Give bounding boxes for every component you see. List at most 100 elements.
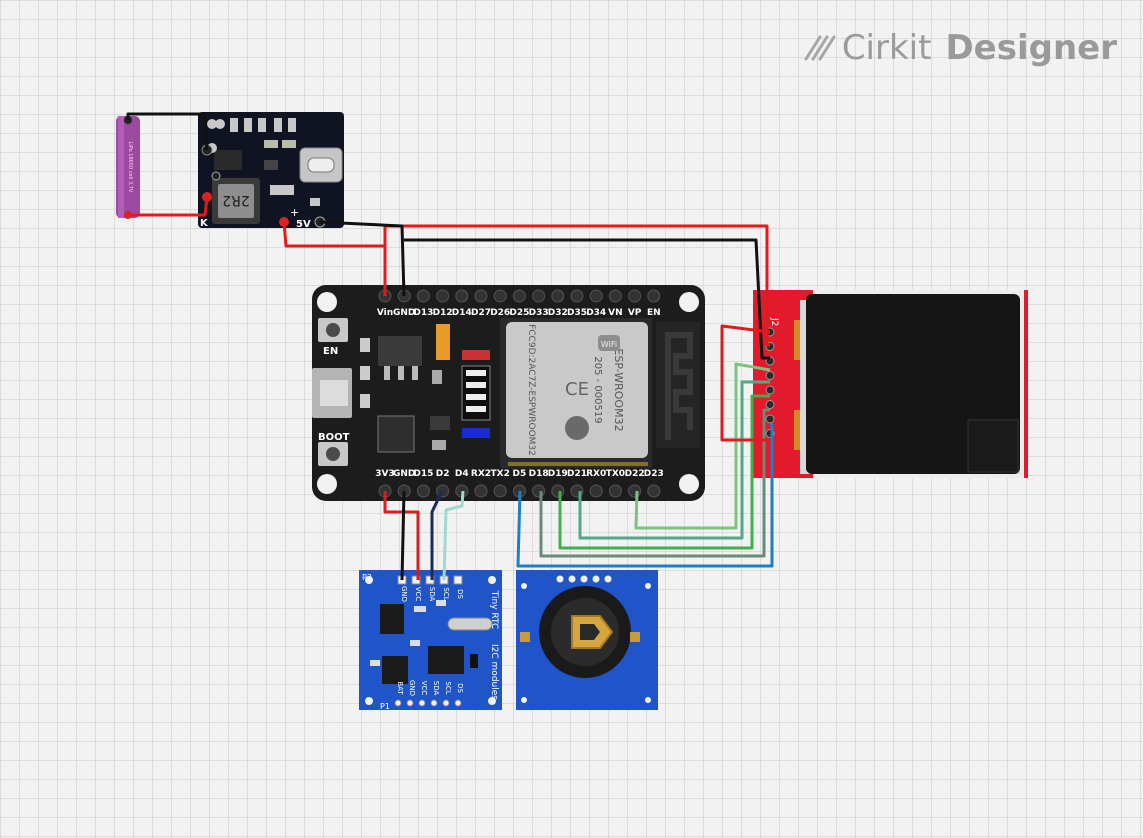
tft-pin[interactable] bbox=[765, 371, 775, 380]
rtc-bottom-pin-sda[interactable] bbox=[430, 699, 438, 707]
wire-3v3-to-rtc-vcc[interactable] bbox=[383, 491, 420, 580]
rtc-subtitle: I2C modules bbox=[489, 644, 499, 700]
wire-d22-to-tft[interactable] bbox=[634, 362, 771, 530]
esp32-top-pin-label: Vin bbox=[377, 308, 393, 318]
esp32-bottom-pin-label: D19 bbox=[548, 469, 568, 479]
esp32-bottom-pin-d18[interactable] bbox=[532, 484, 546, 498]
usb-uart-chip bbox=[377, 415, 415, 453]
wire-5v-to-tft[interactable] bbox=[383, 224, 770, 347]
rtc-bottom-pin-label: SCL bbox=[444, 681, 452, 694]
rtc-bottom-pin-vcc[interactable] bbox=[418, 699, 426, 707]
esp32-bottom-pin-label: D4 bbox=[455, 469, 469, 479]
product-name: Designer bbox=[945, 28, 1117, 68]
esp32-top-pin-label: D14 bbox=[452, 308, 472, 318]
wire-d2-to-rtc-sda[interactable] bbox=[430, 490, 444, 580]
esp32-bottom-pin-label: TX0 bbox=[606, 469, 625, 479]
wifi-badge-label: WiFi bbox=[601, 340, 617, 349]
tft-pin[interactable] bbox=[765, 385, 775, 395]
wire-5v-to-vin[interactable] bbox=[282, 221, 387, 296]
esp32-bottom-pin-d19[interactable] bbox=[551, 484, 565, 498]
tft-pin[interactable] bbox=[765, 414, 775, 424]
esp32-top-pin-d32[interactable] bbox=[551, 289, 565, 303]
esp32-devkit-board[interactable]: EN BOOT bbox=[312, 285, 705, 501]
esp32-bottom-pin-label: D15 bbox=[413, 469, 433, 479]
tft-display-module[interactable]: J2 bbox=[753, 290, 1028, 478]
esp32-top-pin-label: VP bbox=[628, 308, 642, 318]
esp32-bottom-pin-d22[interactable] bbox=[628, 484, 642, 498]
esp32-top-pin-d26[interactable] bbox=[493, 289, 507, 303]
wire-tft-led-loop[interactable] bbox=[720, 324, 771, 442]
esp32-bottom-pin-rx2[interactable] bbox=[474, 484, 488, 498]
tft-pin[interactable] bbox=[765, 400, 775, 409]
wire-d19-to-tft[interactable] bbox=[558, 394, 770, 550]
rtc-header-p1: P1 bbox=[380, 702, 390, 711]
esp32-top-pin-d12[interactable] bbox=[436, 289, 450, 303]
rtc-top-pin-vcc[interactable] bbox=[411, 575, 421, 585]
rtc-aux-hole bbox=[592, 575, 600, 583]
esp32-bottom-pin-label: TX2 bbox=[491, 469, 510, 479]
rtc-top-pin-sda[interactable] bbox=[425, 575, 435, 585]
esp32-top-pin-d27[interactable] bbox=[474, 289, 488, 303]
wire-d21-to-tft[interactable] bbox=[578, 380, 770, 540]
esp32-top-pin-d33[interactable] bbox=[532, 289, 546, 303]
esp32-top-pin-label: D32 bbox=[548, 308, 568, 318]
cirkit-designer-logo: Cirkit Designer bbox=[802, 28, 1117, 68]
esp32-top-pin-label: EN bbox=[647, 308, 661, 318]
en-button[interactable] bbox=[318, 318, 348, 342]
esp32-bottom-pin-label: 3V3 bbox=[375, 469, 395, 479]
rtc-bottom-pin-gnd[interactable] bbox=[406, 699, 414, 707]
module-name: ESP-WROOM32 bbox=[612, 348, 625, 431]
esp32-top-pin-vp[interactable] bbox=[628, 289, 642, 303]
esp32-bottom-pin-tx0[interactable] bbox=[608, 484, 622, 498]
wire-battery-positive[interactable] bbox=[128, 196, 209, 217]
esp32-top-pin-label: D13 bbox=[413, 308, 433, 318]
esp32-top-pin-en[interactable] bbox=[647, 289, 661, 303]
rtc-bottom-pin-label: DS bbox=[456, 683, 464, 693]
rtc-bottom-pin-scl[interactable] bbox=[442, 699, 450, 707]
rtc-title: Tiny RTC bbox=[489, 590, 499, 629]
wire-d18-to-tft[interactable] bbox=[539, 408, 770, 558]
rtc-bottom-pin-bat[interactable] bbox=[394, 699, 402, 707]
wire-battery-negative[interactable] bbox=[126, 112, 209, 151]
wire-gnd-to-rtc-gnd[interactable] bbox=[400, 490, 406, 581]
esp32-bottom-pin-tx2[interactable] bbox=[493, 484, 507, 498]
rtc-bottom-pin-label: GND bbox=[408, 680, 416, 696]
wire-gnd-to-esp[interactable] bbox=[319, 220, 406, 297]
en-button-label: EN bbox=[323, 346, 338, 357]
boot-button[interactable] bbox=[318, 442, 348, 466]
rtc-top-pin-ds[interactable] bbox=[453, 575, 463, 585]
esp32-top-pin-label: D27 bbox=[471, 308, 491, 318]
esp32-bottom-pin-rx0[interactable] bbox=[589, 484, 603, 498]
tft-header-label: J2 bbox=[769, 317, 779, 326]
wire-gnd-to-tft[interactable] bbox=[404, 238, 770, 360]
esp32-top-pin-label: VN bbox=[608, 308, 623, 318]
esp32-top-pin-d14[interactable] bbox=[455, 289, 469, 303]
charger-module[interactable]: 2R2 + 5V K bbox=[198, 112, 344, 230]
esp32-top-pin-label: D12 bbox=[433, 308, 453, 318]
wire-d4-to-rtc-scl[interactable] bbox=[442, 490, 465, 581]
esp32-bottom-pin-label: D5 bbox=[513, 469, 527, 479]
esp32-top-pin-label: D34 bbox=[586, 308, 606, 318]
esp32-top-pin-d35[interactable] bbox=[570, 289, 584, 303]
rtc-top-pin-label: SDA bbox=[428, 587, 436, 602]
svg-text:LiPo 18650 cell 3.7V: LiPo 18650 cell 3.7V bbox=[127, 142, 133, 193]
esp32-bottom-pin-d23[interactable] bbox=[647, 484, 661, 498]
esp32-top-pin-label: D26 bbox=[490, 308, 510, 318]
wifi-badge bbox=[598, 335, 620, 351]
rtc-bottom-pin-ds[interactable] bbox=[454, 699, 462, 707]
esp32-top-pin-label: D25 bbox=[509, 308, 529, 318]
rtc-top-pin-label: VCC bbox=[414, 587, 422, 602]
esp32-top-pin-vn[interactable] bbox=[608, 289, 622, 303]
lipo-battery[interactable]: LiPo 18650 cell 3.7V bbox=[116, 116, 140, 219]
esp32-bottom-pin-d15[interactable] bbox=[416, 484, 430, 498]
rtc-aux-hole bbox=[580, 575, 588, 583]
module-cert: 205 - 000519 bbox=[592, 356, 603, 423]
esp32-top-pin-d34[interactable] bbox=[589, 289, 603, 303]
wire-d5-to-tft[interactable] bbox=[516, 423, 774, 568]
rtc-bottom-pin-label: VCC bbox=[420, 681, 428, 696]
esp32-top-pin-d13[interactable] bbox=[416, 289, 430, 303]
esp32-top-pin-d25[interactable] bbox=[512, 289, 526, 303]
